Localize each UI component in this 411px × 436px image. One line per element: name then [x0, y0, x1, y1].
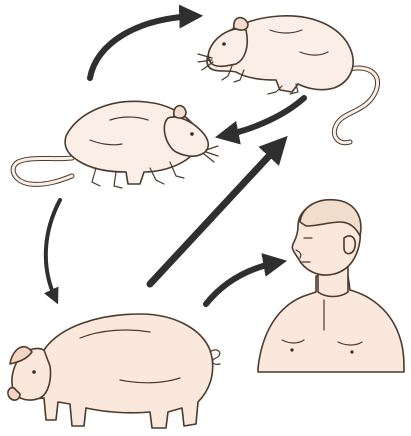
rat-middle-icon	[13, 101, 218, 188]
arrow-rat-middle-to-pig	[46, 200, 60, 300]
rat-top-head	[208, 29, 247, 67]
arrow-pig-to-human	[206, 262, 280, 304]
rat-top-ear	[234, 18, 248, 30]
human-icon	[258, 200, 404, 372]
arrow-rat-top-to-rat-middle	[222, 98, 304, 136]
rat-top-icon	[198, 16, 378, 143]
rat-middle-ear	[174, 106, 186, 118]
pig-icon	[8, 314, 220, 428]
arrow-rat-middle-to-rat-top	[90, 16, 196, 78]
human-ear	[344, 236, 355, 254]
